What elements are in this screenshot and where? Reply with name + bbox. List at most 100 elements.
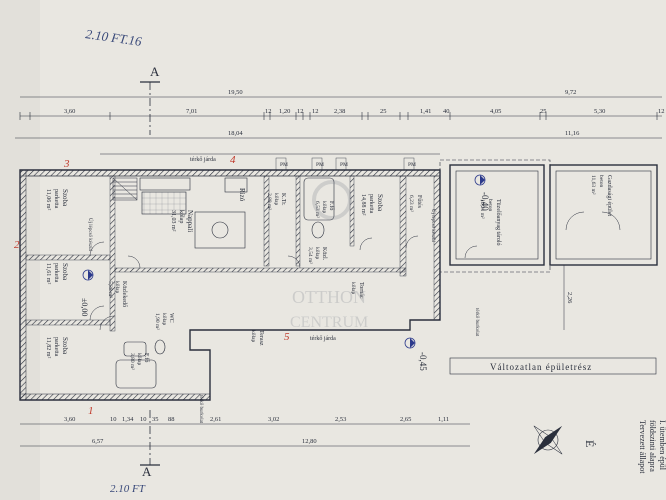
side-dim-right: 2,26 xyxy=(566,292,573,304)
room-6-area: 3,80 m² xyxy=(129,353,135,370)
dim-bottom-3: 1,34 xyxy=(122,416,134,423)
dim-top-11: 4,05 xyxy=(490,108,501,115)
title-note-3: I. ütemben épül xyxy=(658,420,666,471)
house-walls xyxy=(19,169,441,401)
room-13-finish: beton xyxy=(487,199,493,211)
living-room-furniture xyxy=(139,177,248,249)
terrace-name: Terasz xyxy=(258,330,264,346)
compass-north-label: É xyxy=(583,440,597,447)
room-11-area: 3,54 m² xyxy=(307,247,313,264)
dim-row3-right: 11,16 xyxy=(565,130,580,137)
room-7-name: WC xyxy=(168,313,174,323)
dim-bottom-9: 2,53 xyxy=(335,416,346,423)
section-mark-bottom: A xyxy=(140,410,160,479)
paving-label-bottom: térkő járda xyxy=(310,336,336,342)
paving-label-top: térkő járda xyxy=(190,157,216,163)
svg-text:4: 4 xyxy=(230,154,236,166)
room-rizo: Rizó xyxy=(238,188,246,202)
room-2-name: Szoba xyxy=(61,263,69,281)
terrace-floor: kőlap xyxy=(250,330,256,342)
level-m045-label: -0,45 xyxy=(418,352,428,371)
svg-text:2: 2 xyxy=(14,239,20,251)
dim-bottom-total-left: 6,57 xyxy=(92,438,104,445)
bathroom-fixtures xyxy=(115,177,335,389)
room-8-finish: kőlap xyxy=(273,193,279,205)
section-mark-top: A xyxy=(140,64,160,135)
room-8-area: 2,88 m² xyxy=(266,193,272,210)
level-marker-m040: -0,40 xyxy=(474,174,490,211)
room-4-finish: kőlap xyxy=(178,210,184,223)
room-4-name: Nappali xyxy=(186,210,194,232)
svg-text:5: 5 xyxy=(284,331,290,343)
pm-label-4: PM xyxy=(408,162,416,168)
dim-bottom-7: 2,61 xyxy=(210,416,221,423)
room-5-finish: kőlap xyxy=(114,281,120,293)
farm-building xyxy=(549,164,658,266)
room-7-finish: kőlap xyxy=(161,313,167,325)
heating-note: Új lépcső készül xyxy=(430,209,436,243)
room-13-area: 16,21 m² xyxy=(479,199,485,219)
dim-bottom-2: 10 xyxy=(110,416,117,423)
pm-label-1: PM xyxy=(280,162,288,168)
room-10-name: Szoba xyxy=(376,194,384,212)
watermark-line-1: OTTHON xyxy=(292,287,366,307)
room-7-area: 1,90 m² xyxy=(154,313,160,330)
room-1-name: Szoba xyxy=(61,189,69,207)
dim-bottom-10: 2,65 xyxy=(400,416,411,423)
bottom-dimension-chain: 3,60 10 1,34 10 35 88 2,61 3,02 2,53 2,6… xyxy=(20,416,470,447)
room-2-area: 11,61 m² xyxy=(45,263,51,284)
paving-label-side: térkő burkolat xyxy=(474,308,479,337)
watermark-line-2: CENTRUM xyxy=(290,314,368,331)
stair-note: Új lépcső készül xyxy=(87,218,93,252)
dim-top-2: 7,01 xyxy=(186,108,197,115)
dim-overall-right: 9,72 xyxy=(565,89,576,96)
top-dimension-chain: 19,50 9,72 3,60 7,01 12 1,20 12 12 2,38 … xyxy=(15,89,665,139)
room-1-finish: parketta xyxy=(53,189,59,209)
handwritten-mark-bottom: 2.10 FT xyxy=(110,483,146,495)
room-14-name: Gazdasági épület xyxy=(606,175,612,216)
watermark: OTTHON CENTRUM xyxy=(290,180,368,331)
porch-floor: kőlap xyxy=(350,282,356,294)
room-8-name: K.Tr. xyxy=(280,193,286,206)
dim-top-6: 12 xyxy=(312,108,319,115)
red-pencil-marks: 3 4 5 1 2 xyxy=(14,154,290,417)
room-labels: Szoba parketta 11,06 m² Szoba parketta 1… xyxy=(45,175,612,370)
room-5-area: 5,38 m² xyxy=(107,281,113,298)
porch-name: Tornác xyxy=(358,282,364,299)
dim-top-1: 3,60 xyxy=(64,108,75,115)
room-12-name: Fűtés xyxy=(416,195,422,209)
room-11-finish: kőlap xyxy=(314,247,320,259)
title-note-1: Tervezett állapot xyxy=(638,420,647,474)
unchanged-part-label: Változatlan épületrész xyxy=(490,362,592,372)
room-10-area: 14,88 m² xyxy=(360,194,366,216)
door-swings xyxy=(89,235,478,331)
dim-bottom-1: 3,60 xyxy=(64,416,75,423)
dim-top-7: 2,38 xyxy=(334,108,345,115)
dim-top-13: 5,30 xyxy=(594,108,605,115)
level-m040-label: -0,40 xyxy=(480,192,490,211)
room-1-area: 11,06 m² xyxy=(45,189,51,210)
pm-label-2: PM xyxy=(316,162,324,168)
staircase xyxy=(112,177,138,201)
dim-top-9: 1,41 xyxy=(420,108,431,115)
dim-bottom-8: 3,02 xyxy=(268,416,279,423)
room-14-area: 11,63 m² xyxy=(590,175,596,195)
level-marker-0: ±0,00 xyxy=(80,269,94,316)
pm-label-3: PM xyxy=(340,162,348,168)
dim-bottom-11: 1,11 xyxy=(438,416,449,423)
dim-bottom-total-right: 12,80 xyxy=(302,438,317,445)
dim-top-5: 12 xyxy=(297,108,304,115)
compass-rose: É xyxy=(533,425,597,455)
svg-text:3: 3 xyxy=(63,158,70,170)
dim-top-8: 25 xyxy=(380,108,387,115)
unchanged-part-box: Változatlan épületrész xyxy=(449,357,657,375)
room-13-name: Tüzelőanyag tároló xyxy=(495,199,501,245)
dim-top-12: 25 xyxy=(540,108,547,115)
dim-bottom-6: 88 xyxy=(168,416,175,423)
section-mark-bottom-label: A xyxy=(142,464,152,479)
dim-overall: 19,50 xyxy=(228,89,243,96)
room-12-area: 6,23 m² xyxy=(408,195,414,212)
